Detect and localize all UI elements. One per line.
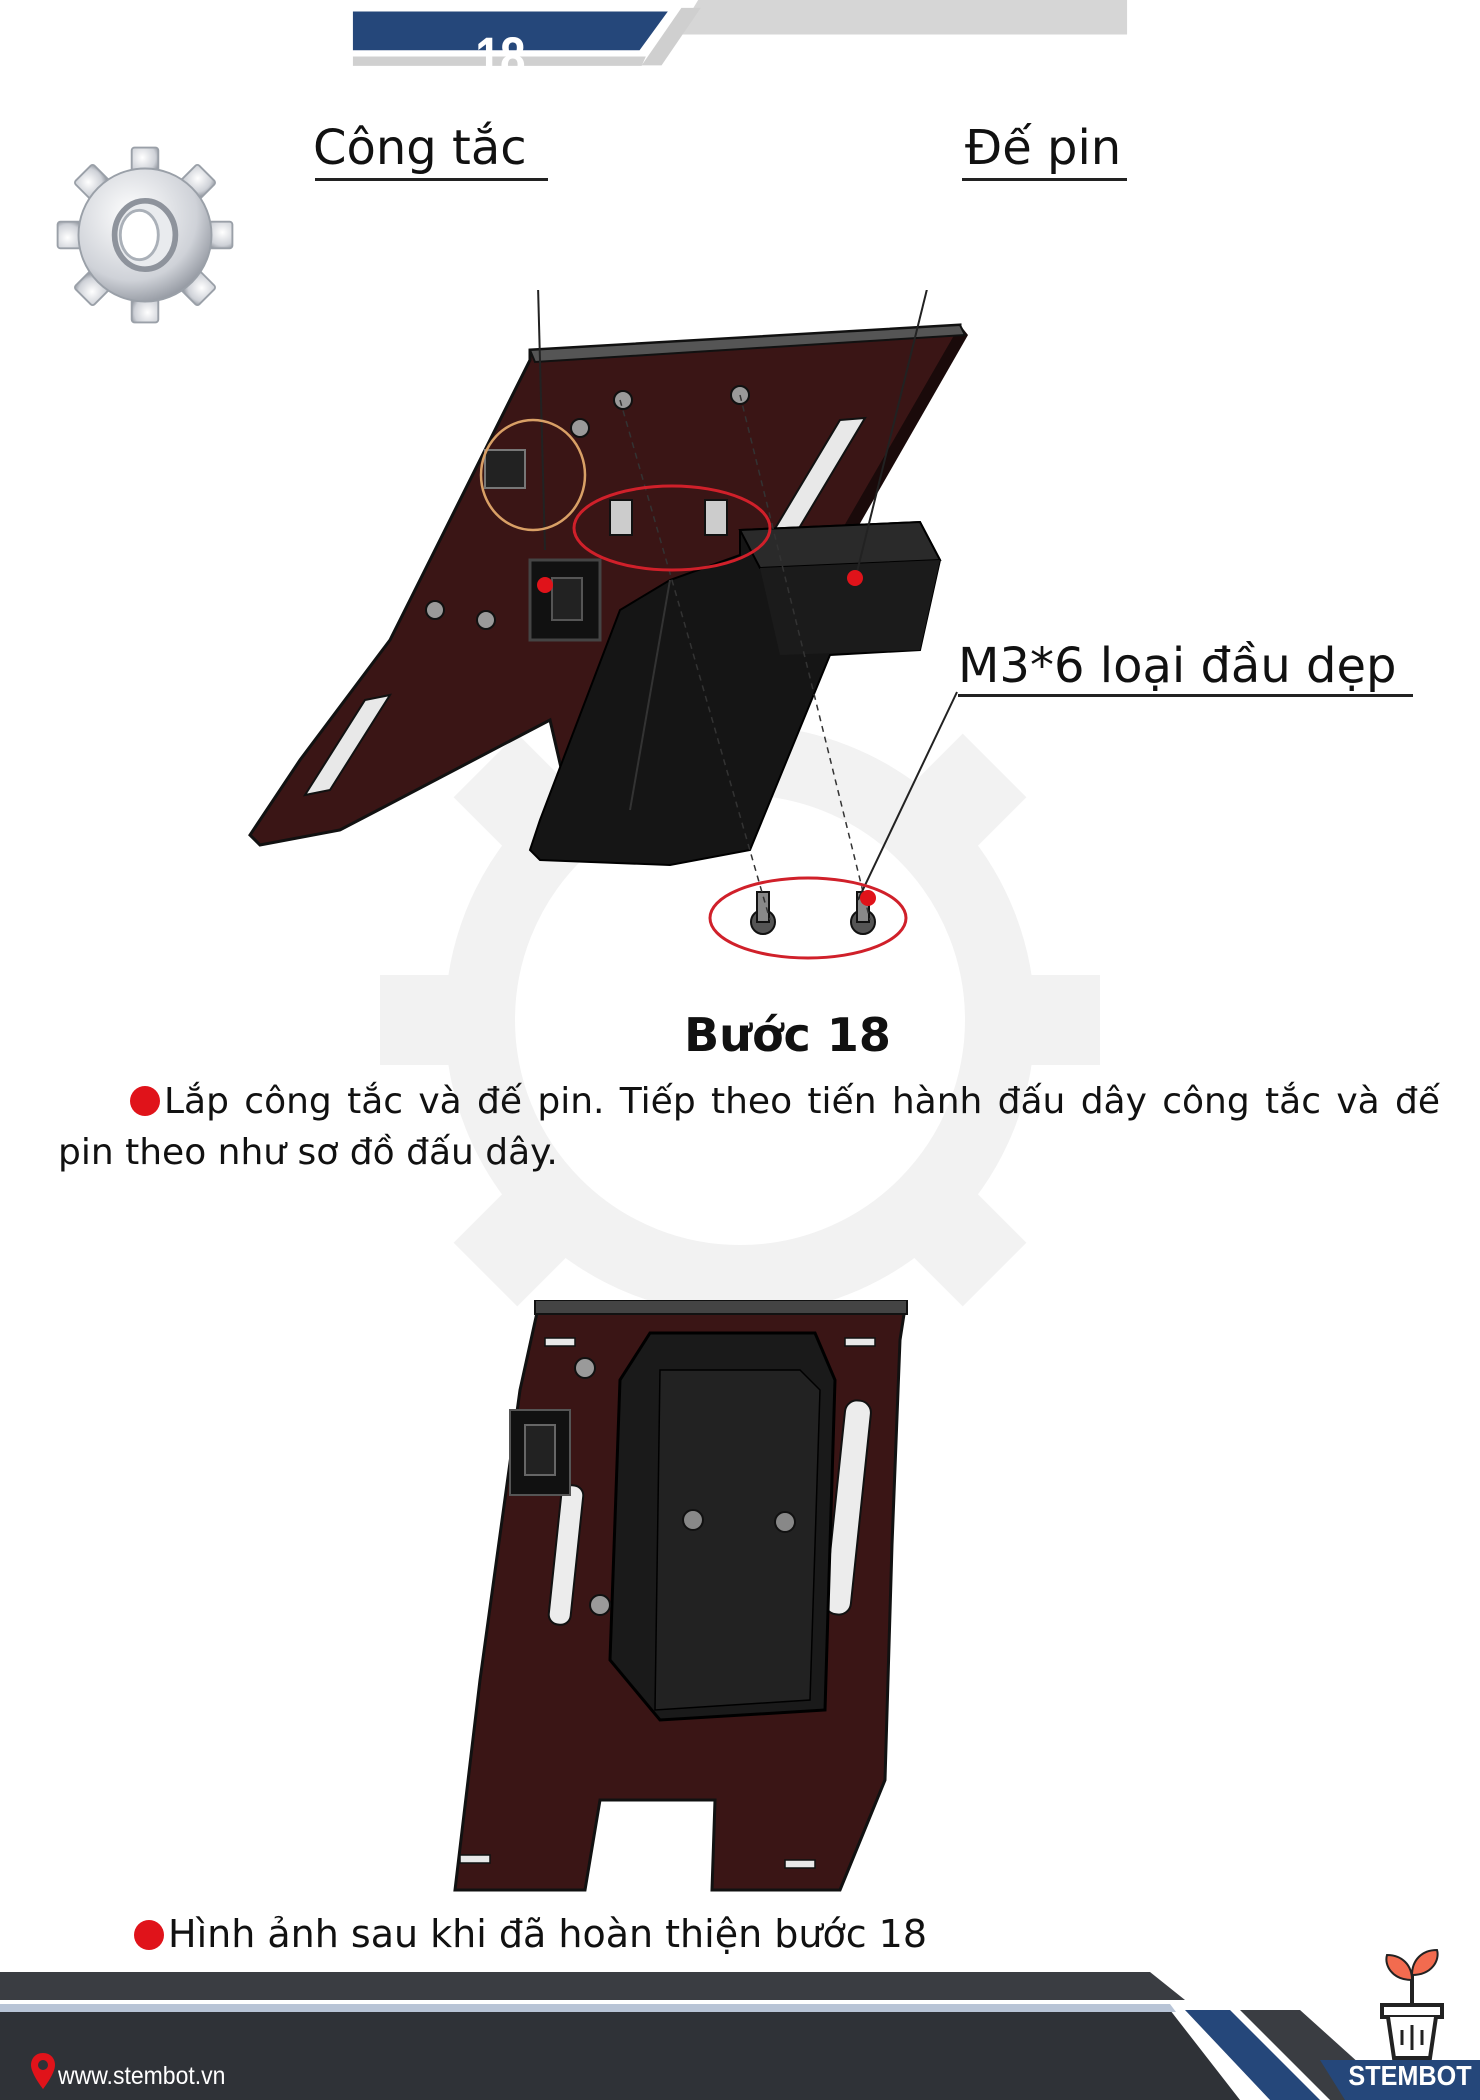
brand-name: STEMBOT xyxy=(1348,2060,1472,2091)
screws xyxy=(750,891,876,935)
assembly-diagram-exploded xyxy=(248,290,968,960)
figure-caption-text: Hình ảnh sau khi đã hoàn thiện bước 18 xyxy=(168,1912,928,1956)
header-band xyxy=(352,0,1128,66)
callout-switch-underline xyxy=(315,178,548,181)
footer-band xyxy=(0,1972,1480,2100)
step-title: Bước 18 xyxy=(684,1008,891,1062)
bullet-icon xyxy=(130,1086,160,1116)
callout-battery-holder: Đế pin xyxy=(965,120,1122,176)
assembly-diagram-finished xyxy=(453,1300,908,1892)
figure-caption: Hình ảnh sau khi đã hoàn thiện bước 18 xyxy=(134,1912,927,1956)
stembot-logo-icon xyxy=(1380,1948,1444,2060)
location-pin-icon xyxy=(31,2053,55,2089)
step-description: Lắp công tắc và đế pin. Tiếp theo tiến h… xyxy=(58,1076,1440,1178)
callout-switch: Công tắc xyxy=(313,120,527,176)
website-link[interactable]: www.stembot.vn xyxy=(58,2062,226,2090)
step-description-text: Lắp công tắc và đế pin. Tiếp theo tiến h… xyxy=(58,1081,1440,1173)
bullet-icon xyxy=(134,1920,164,1950)
callout-battery-underline xyxy=(962,178,1127,181)
callout-screw-underline xyxy=(958,694,1413,697)
page-number: 18 xyxy=(475,25,525,88)
callout-screw: M3*6 loại đầu dẹp xyxy=(958,638,1397,694)
gear-icon xyxy=(56,146,234,324)
